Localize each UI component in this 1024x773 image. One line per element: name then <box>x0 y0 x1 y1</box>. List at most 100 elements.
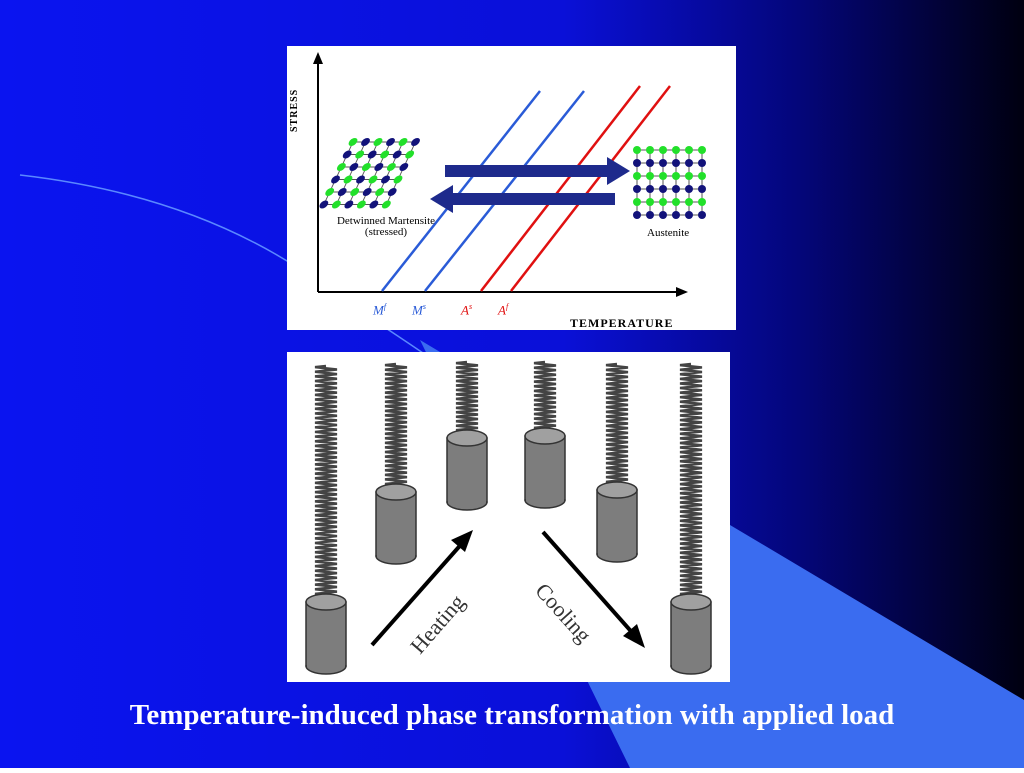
ms-base: M <box>412 302 423 318</box>
mf-sup: f <box>383 302 387 311</box>
lattice-atom <box>646 172 654 180</box>
lattice-atom <box>368 175 378 184</box>
lattice-atom <box>659 211 667 219</box>
lattice-atom <box>698 159 706 167</box>
lattice-atom <box>356 175 365 184</box>
lattice-atom <box>361 138 370 146</box>
lattice-atom <box>342 150 352 159</box>
lattice-atom <box>685 211 693 219</box>
lattice-atom <box>672 198 680 206</box>
heating-arrow-head <box>451 530 473 552</box>
lattice-atom <box>349 163 359 171</box>
weight-body <box>446 437 488 503</box>
lattice-atom <box>685 198 693 206</box>
springs-group <box>305 360 712 675</box>
lattice-atom <box>374 163 384 171</box>
lattice-atom <box>361 163 371 171</box>
ms-sup: s <box>422 302 426 311</box>
reverse-arrow-head <box>430 185 453 213</box>
lattice-atom <box>336 163 346 171</box>
reverse-arrow-shaft <box>453 193 615 205</box>
lattice-atom <box>633 211 641 219</box>
lattice-atom <box>659 198 667 206</box>
weight-top <box>524 427 566 445</box>
weight-top <box>596 481 638 499</box>
martensite-label-line1: Detwinned Martensite <box>336 215 436 227</box>
weight-seam-cover <box>598 552 636 555</box>
lattice-atom <box>659 159 667 167</box>
lattice-atom <box>633 198 641 206</box>
weight-seam-cover <box>672 664 710 667</box>
lattice-atom <box>646 185 654 193</box>
spring-weight-6 <box>670 362 712 675</box>
lattice-atom <box>672 185 680 193</box>
lattice-atom <box>646 146 654 154</box>
x-axis-arrowhead <box>676 287 688 297</box>
weight-seam-cover <box>377 554 415 557</box>
af-base: A <box>498 302 506 318</box>
weight-body <box>596 489 638 555</box>
spring-coil <box>384 362 408 494</box>
lattice-atom <box>398 138 408 146</box>
lattice-atom <box>659 146 667 154</box>
spring-coil <box>533 360 557 438</box>
lattice-atom <box>343 175 353 184</box>
lattice-atom <box>405 150 415 159</box>
martensite-label-line2: (stressed) <box>364 226 408 238</box>
as-line <box>480 85 641 292</box>
lattice-atom <box>367 150 377 159</box>
as-base: A <box>461 302 469 318</box>
weight-body <box>670 601 712 667</box>
lattice-atom <box>685 146 693 154</box>
lattice-atom <box>672 146 680 154</box>
weight-body <box>375 491 417 557</box>
phase-diagram-svg <box>313 52 706 297</box>
as-sup: s <box>468 302 473 311</box>
martensite-lattice <box>319 138 420 209</box>
mf-base: M <box>373 302 384 318</box>
spring-coil <box>314 364 338 604</box>
lattice-atom <box>633 159 641 167</box>
weight-top <box>670 593 712 611</box>
weight-seam-cover <box>448 500 486 503</box>
lattice-atom <box>659 185 667 193</box>
lattice-atom <box>331 200 341 209</box>
lattice-atom <box>646 198 654 206</box>
forward-arrow-head <box>607 157 630 185</box>
lattice-atom <box>698 185 706 193</box>
spring-weight-2 <box>375 362 417 565</box>
reverse-transform-arrow <box>430 185 615 213</box>
lattice-atom <box>386 163 396 171</box>
lattice-atom <box>319 200 329 209</box>
slide-caption: Temperature-induced phase transformation… <box>129 699 895 731</box>
lattice-atom <box>646 159 654 167</box>
heating-arrow-shaft <box>370 538 467 647</box>
lattice-atom <box>387 188 397 196</box>
lattice-atom <box>380 150 390 159</box>
lattice-atom <box>698 172 706 180</box>
lattice-atom <box>392 150 402 159</box>
spring-weight-3 <box>446 360 488 511</box>
lattice-atom <box>659 172 667 180</box>
ms-label: Ms <box>412 302 426 318</box>
phase-diagram-panel: STRESS TEMPERATURE Detwinned Martensite … <box>287 46 736 330</box>
x-axis-label: TEMPERATURE <box>570 316 674 330</box>
forward-transform-arrow <box>445 157 630 185</box>
lattice-atom <box>411 138 420 146</box>
lattice-atom <box>331 175 340 184</box>
af-label: Af <box>498 302 508 318</box>
lattice-atom <box>685 185 693 193</box>
springs-illustration-panel: Heating Cooling <box>287 352 730 682</box>
lattice-atom <box>633 185 641 193</box>
lattice-atom <box>672 172 680 180</box>
weight-top <box>446 429 488 447</box>
af-sup: f <box>505 302 509 311</box>
lattice-atom <box>381 200 391 209</box>
lattice-atom <box>698 146 706 154</box>
weight-seam-cover <box>526 498 564 501</box>
spring-coil <box>455 360 479 440</box>
heating-arrow <box>370 530 473 647</box>
lattice-atom <box>325 188 335 196</box>
lattice-atom <box>646 211 654 219</box>
austenite-lattice <box>633 146 706 219</box>
